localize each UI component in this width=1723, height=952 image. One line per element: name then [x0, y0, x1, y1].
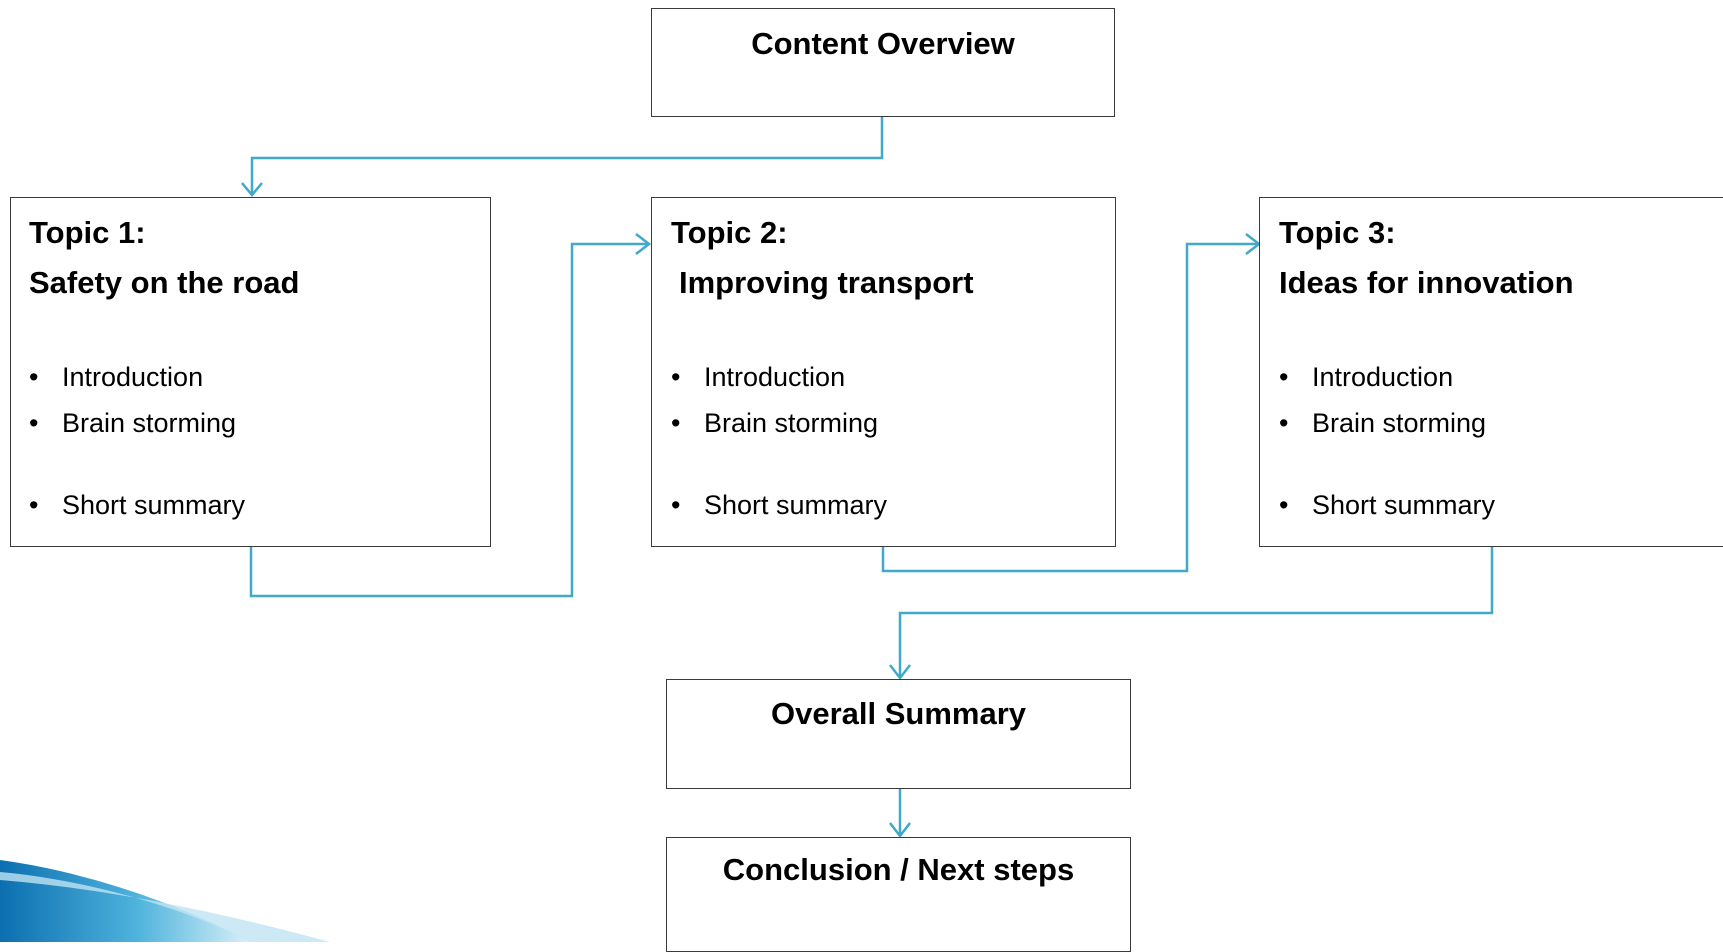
- bullet-text: Short summary: [1312, 490, 1496, 520]
- topic-1-heading: Topic 1:: [29, 215, 146, 250]
- topic-3-heading: Topic 3:: [1279, 215, 1396, 250]
- bullet-dot: •: [29, 490, 39, 520]
- conclusion-box: Conclusion / Next steps: [666, 837, 1131, 952]
- bullet-dot: •: [671, 408, 681, 438]
- content-overview-box: Content Overview: [651, 8, 1115, 117]
- topic-2-subtitle: Improving transport: [679, 265, 974, 300]
- topic-2-heading: Topic 2:: [671, 215, 788, 250]
- bullet-text: Brain storming: [62, 408, 237, 438]
- bullet-dot: •: [1279, 362, 1289, 392]
- arrowhead-summary: [889, 664, 911, 681]
- connector-overview-to-topic1: [250, 117, 884, 194]
- topic-3-box: Topic 3: Ideas for innovation • Introduc…: [1259, 197, 1723, 547]
- bullet-dot: •: [671, 362, 681, 392]
- bullet-text: Brain storming: [1312, 408, 1487, 438]
- bullet-dot: •: [1279, 408, 1289, 438]
- content-overview-title: Content Overview: [751, 26, 1015, 61]
- connector-topic1-to-topic2: [249, 242, 648, 598]
- overall-summary-box: Overall Summary: [666, 679, 1131, 789]
- connector-topic2-to-topic3: [881, 242, 1257, 573]
- connector-topic3-to-summary: [898, 547, 1494, 677]
- topic-1-box: Topic 1: Safety on the road • Introducti…: [10, 197, 491, 547]
- arrowhead-topic2: [635, 233, 652, 255]
- bullet-text: Introduction: [62, 362, 204, 392]
- bullet-dot: •: [671, 490, 681, 520]
- arrowhead-topic1: [241, 182, 263, 197]
- bullet-dot: •: [29, 362, 39, 392]
- arrowhead-conclusion: [889, 822, 911, 839]
- bullet-dot: •: [29, 408, 39, 438]
- bullet-text: Introduction: [1312, 362, 1454, 392]
- topic-2-box: Topic 2: Improving transport • Introduct…: [651, 197, 1116, 547]
- overall-summary-title: Overall Summary: [770, 696, 1027, 731]
- bullet-dot: •: [1279, 490, 1289, 520]
- bullet-text: Short summary: [704, 490, 888, 520]
- bullet-text: Short summary: [62, 490, 246, 520]
- topic-3-subtitle: Ideas for innovation: [1279, 265, 1574, 300]
- bullet-text: Introduction: [704, 362, 846, 392]
- bullet-text: Brain storming: [704, 408, 879, 438]
- topic-1-subtitle: Safety on the road: [29, 265, 300, 300]
- conclusion-title: Conclusion / Next steps: [722, 852, 1075, 887]
